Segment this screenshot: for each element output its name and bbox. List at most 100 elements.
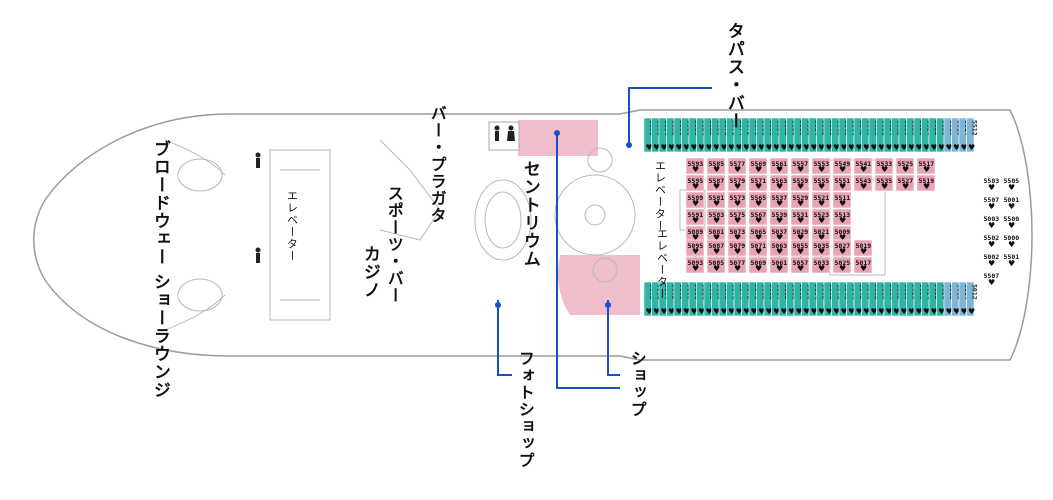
svg-text:5519: 5519 xyxy=(919,177,935,185)
heart-icon: ♥ xyxy=(988,259,995,268)
svg-text:5505: 5505 xyxy=(1004,177,1020,185)
cabin-5525: 5525♥ xyxy=(895,157,915,175)
heart-icon: ♥ xyxy=(776,216,783,225)
svg-text:5001: 5001 xyxy=(1004,196,1020,204)
heart-icon: ♥ xyxy=(988,221,995,230)
heart-icon: ♥ xyxy=(776,165,783,174)
cabin-5507: 5507♥ xyxy=(981,269,1001,288)
svg-text:5035: 5035 xyxy=(814,242,830,250)
svg-text:5513: 5513 xyxy=(835,211,851,219)
heart-icon: ♥ xyxy=(698,143,705,152)
heart-icon: ♥ xyxy=(743,143,750,152)
svg-text:5581: 5581 xyxy=(709,194,725,202)
heart-icon: ♥ xyxy=(946,307,953,316)
heart-icon: ♥ xyxy=(691,307,698,316)
svg-text:5555: 5555 xyxy=(814,177,830,185)
heart-icon: ♥ xyxy=(818,216,825,225)
heart-icon: ♥ xyxy=(848,143,855,152)
heart-icon: ♥ xyxy=(901,143,908,152)
heart-icon: ♥ xyxy=(797,247,804,256)
photo-shop-label: フォトショップ xyxy=(515,350,535,469)
heart-icon: ♥ xyxy=(692,199,699,208)
cabin-5517: 5517♥ xyxy=(916,157,936,175)
svg-text:5033: 5033 xyxy=(814,259,830,267)
cabin-5061: 5061♥ xyxy=(769,256,789,274)
heart-icon: ♥ xyxy=(839,264,846,273)
cabin-5502: 5502♥ xyxy=(981,231,1001,250)
heart-icon: ♥ xyxy=(736,143,743,152)
heart-icon: ♥ xyxy=(755,182,762,191)
heart-icon: ♥ xyxy=(826,143,833,152)
cabin-5539: 5539♥ xyxy=(769,208,789,226)
bar-plagata-label: バー・プラガタ xyxy=(427,105,447,224)
svg-text:5549: 5549 xyxy=(835,160,851,168)
cabin-5029: 5029♥ xyxy=(790,225,810,243)
cabin-5553: 5553♥ xyxy=(811,157,831,175)
svg-text:5529: 5529 xyxy=(793,194,809,202)
heart-icon: ♥ xyxy=(923,307,930,316)
cabin-5505: 5505♥ xyxy=(1001,174,1021,193)
svg-text:5501: 5501 xyxy=(1004,253,1020,261)
svg-text:5535: 5535 xyxy=(877,177,893,185)
cabin-5055: 5055♥ xyxy=(790,239,810,257)
svg-text:5585: 5585 xyxy=(709,160,725,168)
heart-icon: ♥ xyxy=(901,307,908,316)
heart-icon: ♥ xyxy=(721,143,728,152)
cabin-5000: 5000♥ xyxy=(1001,231,1021,250)
svg-text:5095: 5095 xyxy=(688,242,704,250)
svg-text:5003: 5003 xyxy=(984,215,1000,223)
cabin-5549: 5549♥ xyxy=(832,157,852,175)
svg-text:5017: 5017 xyxy=(856,259,872,267)
heart-icon: ♥ xyxy=(796,143,803,152)
cabin-5019: 5019♥ xyxy=(853,239,873,257)
cabin-5073: 5073♥ xyxy=(727,225,747,243)
heart-icon: ♥ xyxy=(788,143,795,152)
heart-icon: ♥ xyxy=(1008,240,1015,249)
svg-text:5511: 5511 xyxy=(835,194,851,202)
heart-icon: ♥ xyxy=(692,264,699,273)
heart-icon: ♥ xyxy=(1008,183,1015,192)
cabin-5057: 5057♥ xyxy=(790,256,810,274)
svg-text:5507: 5507 xyxy=(984,272,1000,280)
cabin-5087: 5087♥ xyxy=(706,239,726,257)
heart-icon: ♥ xyxy=(646,307,653,316)
svg-text:5561: 5561 xyxy=(772,160,788,168)
cabin-5002: 5002♥ xyxy=(981,250,1001,269)
heart-icon: ♥ xyxy=(893,307,900,316)
cabin-5593: 5593♥ xyxy=(685,157,705,175)
heart-icon: ♥ xyxy=(818,182,825,191)
cabin-5561: 5561♥ xyxy=(769,157,789,175)
cabin-5589: 5589♥ xyxy=(685,191,705,209)
photo-shop-marker xyxy=(495,302,501,308)
heart-icon: ♥ xyxy=(766,307,773,316)
heart-icon: ♥ xyxy=(776,182,783,191)
cabin-5533: 5533♥ xyxy=(874,157,894,175)
cabin-5037: 5037♥ xyxy=(769,225,789,243)
cabin-5527: 5527♥ xyxy=(895,174,915,192)
svg-text:5527: 5527 xyxy=(898,177,914,185)
heart-icon: ♥ xyxy=(833,143,840,152)
svg-text:5567: 5567 xyxy=(751,211,767,219)
cabin-row-outer-port: 5098♥5096♥5094♥5092♥5090♥5088♥5086♥5084♥… xyxy=(643,281,978,317)
heart-icon: ♥ xyxy=(713,182,720,191)
heart-icon: ♥ xyxy=(953,307,960,316)
cabin-5577: 5577♥ xyxy=(727,157,747,175)
svg-text:5000: 5000 xyxy=(1004,234,1020,242)
cabin-5555: 5555♥ xyxy=(811,174,831,192)
cabin-5569: 5569♥ xyxy=(748,157,768,175)
svg-text:5502: 5502 xyxy=(984,234,1000,242)
heart-icon: ♥ xyxy=(923,165,930,174)
heart-icon: ♥ xyxy=(923,182,930,191)
heart-icon: ♥ xyxy=(818,264,825,273)
shop-marker xyxy=(605,302,611,308)
svg-text:5057: 5057 xyxy=(793,259,809,267)
cabin-5063: 5063♥ xyxy=(769,239,789,257)
svg-text:5523: 5523 xyxy=(814,211,830,219)
heart-icon: ♥ xyxy=(781,143,788,152)
heart-icon: ♥ xyxy=(676,143,683,152)
heart-icon: ♥ xyxy=(878,307,885,316)
centrium-callout xyxy=(556,133,620,389)
heart-icon: ♥ xyxy=(893,143,900,152)
heart-icon: ♥ xyxy=(683,143,690,152)
cabin-5575: 5575♥ xyxy=(727,208,747,226)
